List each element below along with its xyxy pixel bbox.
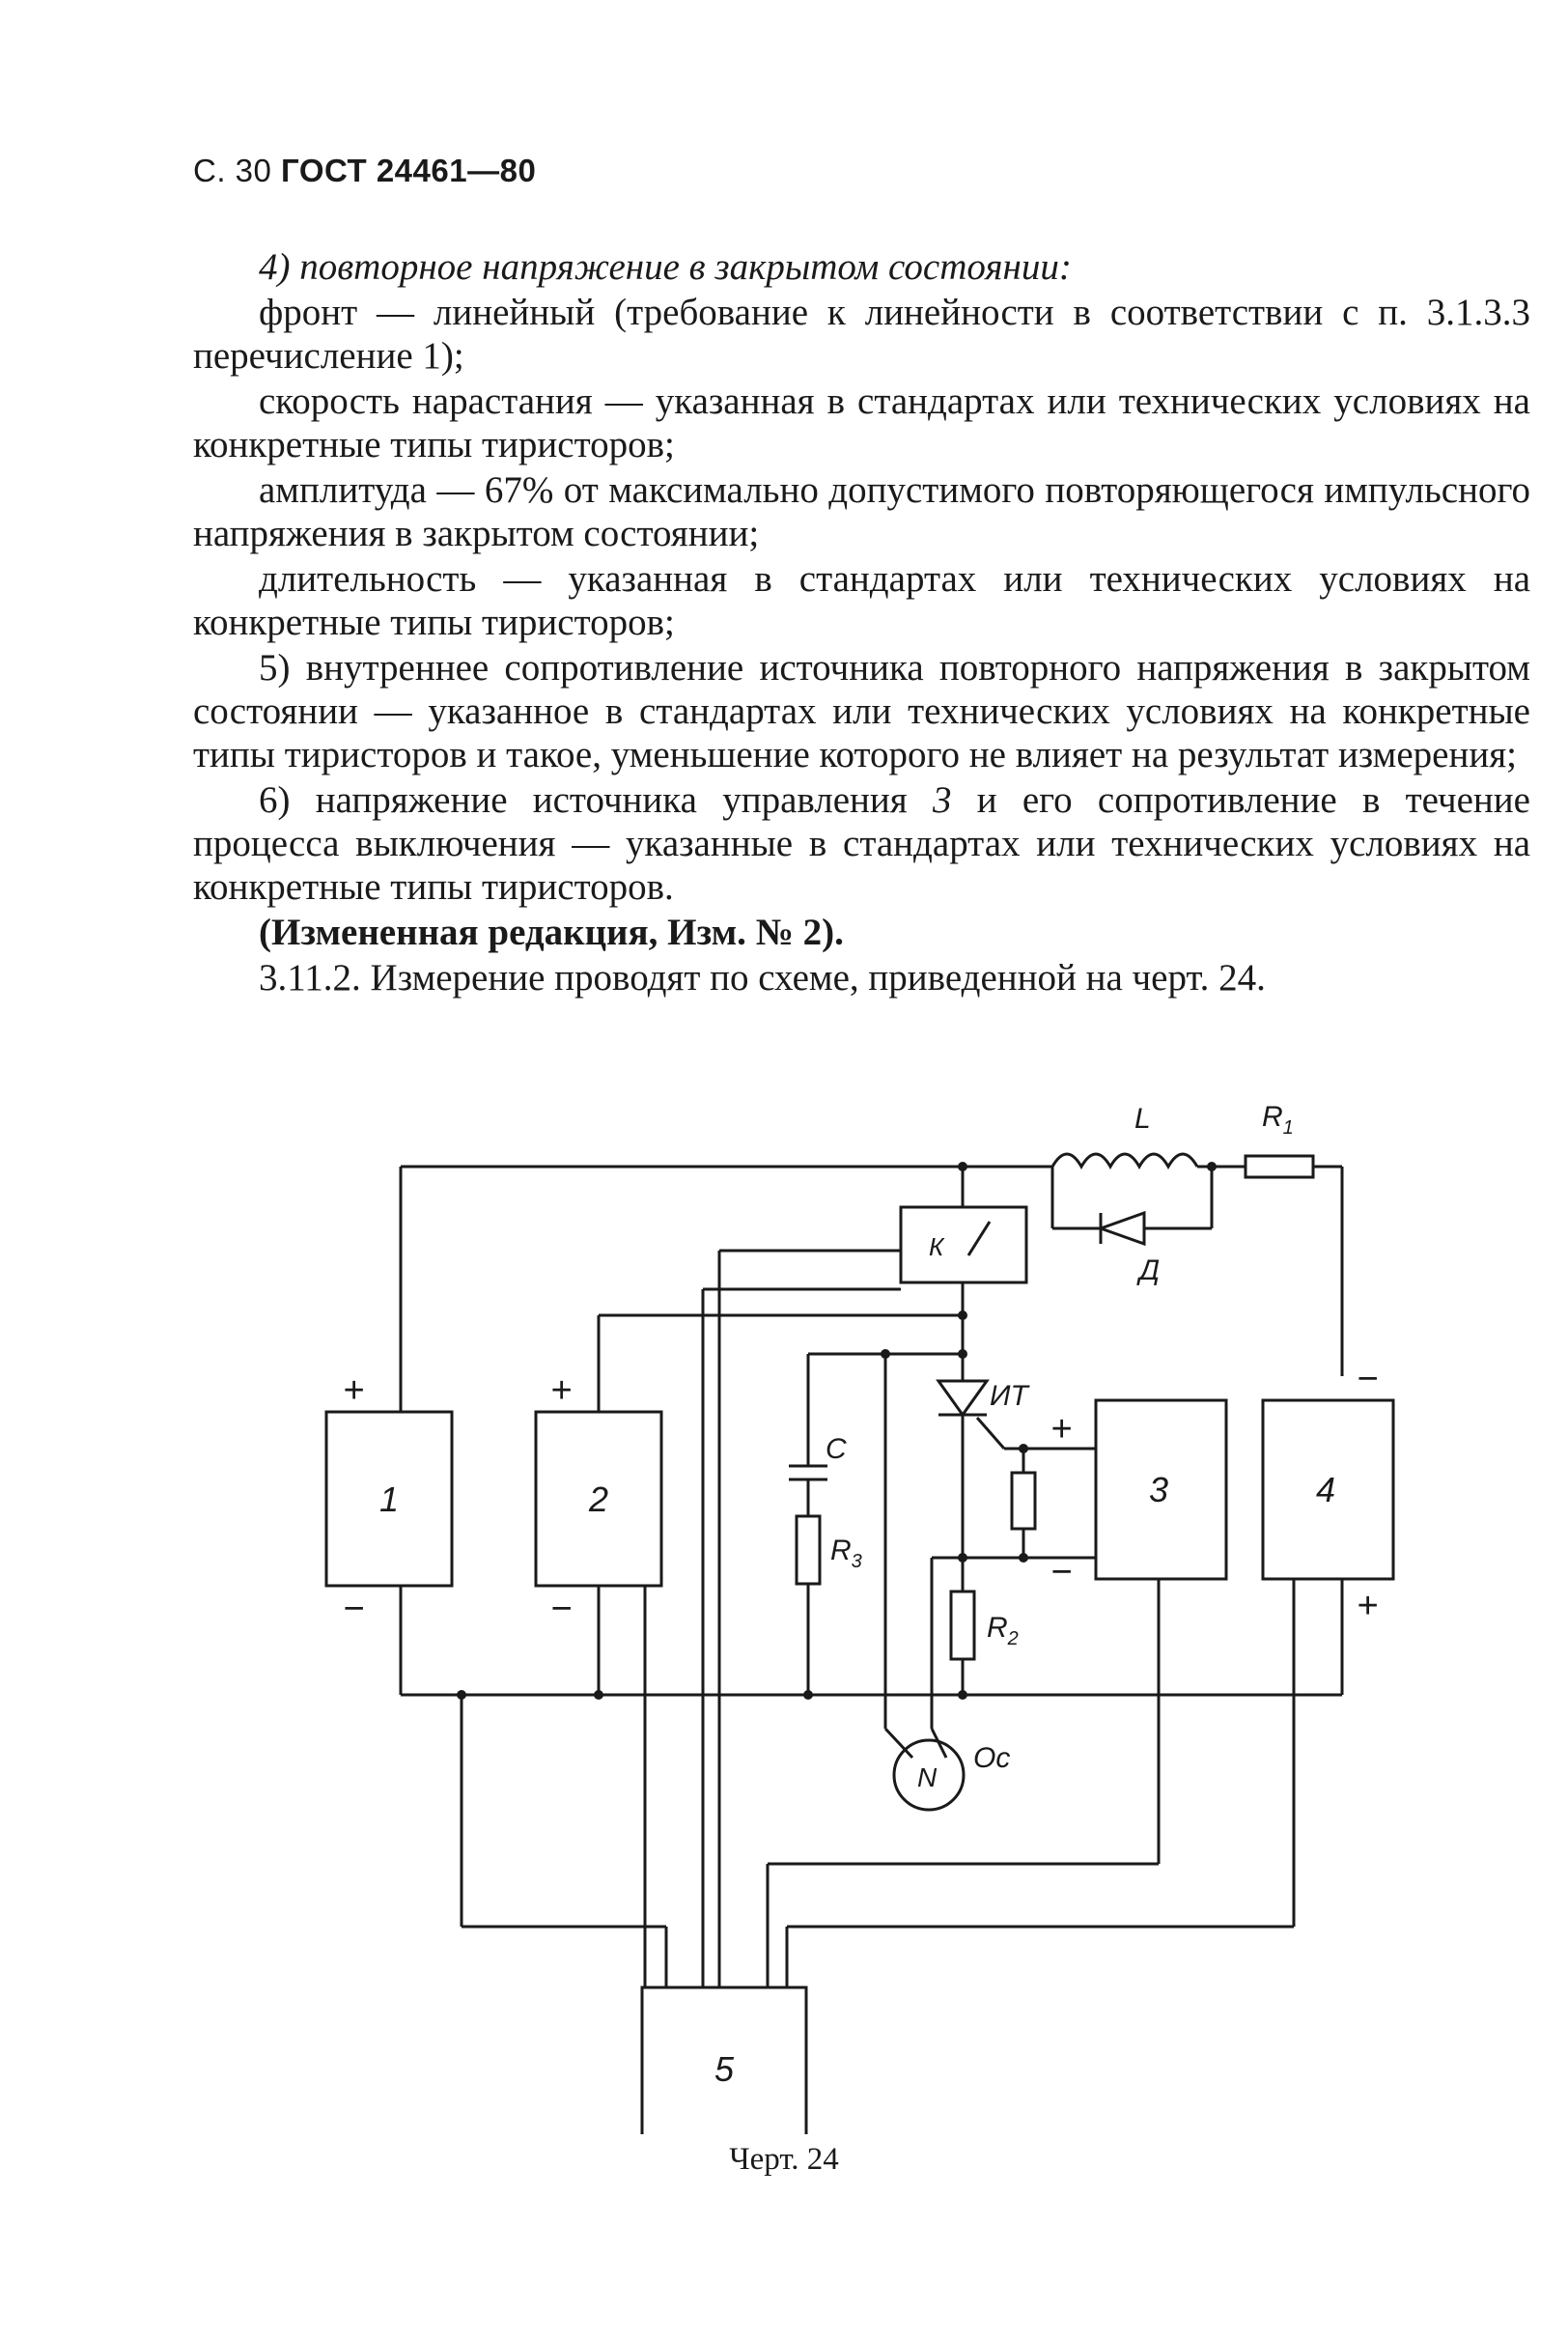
- r3-label: R3: [830, 1535, 862, 1572]
- junction-dot: [803, 1690, 813, 1700]
- block-3-minus: −: [1050, 1552, 1072, 1592]
- block-3-plus: +: [1050, 1409, 1072, 1450]
- item4-amplitude: амплитуда — 67% от максимально допустимо…: [193, 469, 1530, 554]
- body-text: 4) повторное напряжение в закрытом состо…: [193, 245, 1530, 1000]
- figure-caption: Черт. 24: [729, 2142, 839, 2177]
- block-4-minus: −: [1357, 1359, 1378, 1399]
- junction-dot: [594, 1690, 603, 1700]
- junction-dot: [958, 1310, 967, 1320]
- block-2-label: 2: [588, 1479, 608, 1519]
- block-1-plus: +: [343, 1370, 364, 1411]
- r2-label: R2: [987, 1612, 1019, 1649]
- junction-dot: [1207, 1162, 1217, 1171]
- resistor-r3: [795, 1514, 822, 1586]
- capacitor-label: С: [826, 1433, 847, 1465]
- inductor-label: L: [1134, 1103, 1151, 1135]
- block-3: [1094, 1398, 1228, 1581]
- block-5-label: 5: [714, 2049, 735, 2089]
- page-number: С. 30: [193, 153, 272, 188]
- oscilloscope-symbol: N: [917, 1762, 938, 1792]
- junction-dot: [881, 1349, 890, 1359]
- junction-dot: [1019, 1553, 1028, 1563]
- block-2-plus: +: [550, 1370, 572, 1411]
- junction-dot: [457, 1690, 466, 1700]
- block-1-minus: −: [343, 1589, 364, 1629]
- block-3-label: 3: [1149, 1470, 1168, 1509]
- amendment-note: (Измененная редакция, Изм. № 2).: [259, 912, 844, 953]
- block-5: [640, 1986, 808, 2134]
- block-4-label: 4: [1316, 1470, 1335, 1509]
- clause-3-11-2: 3.11.2. Измерение проводят по схеме, при…: [259, 957, 1266, 999]
- standard-number: ГОСТ 24461—80: [281, 153, 537, 188]
- item4-rate: скорость нарастания — указанная в станда…: [193, 380, 1530, 465]
- diode-label: Д: [1136, 1254, 1160, 1286]
- circuit-diagram: 1 2 3 4 5 L R1 Д К С R3 ИТ R2 N Ос + − +…: [324, 1101, 1395, 2134]
- block-1: [324, 1410, 454, 1588]
- gate-resistor: [1010, 1471, 1037, 1531]
- diode-d: [1096, 1210, 1146, 1247]
- page-header: С. 30 ГОСТ 24461—80: [193, 153, 536, 189]
- block-1-label: 1: [379, 1479, 399, 1519]
- block-2-minus: −: [550, 1589, 572, 1629]
- thyristor-it: [936, 1379, 990, 1418]
- oscilloscope: [892, 1738, 966, 1812]
- junction-dot: [958, 1690, 967, 1700]
- thyristor-label: ИТ: [990, 1380, 1030, 1412]
- r1-label: R1: [1262, 1101, 1294, 1139]
- junction-dot: [958, 1162, 967, 1171]
- block-4-plus: +: [1357, 1586, 1378, 1626]
- oscilloscope-label: Ос: [973, 1742, 1010, 1774]
- resistor-r2: [949, 1590, 976, 1661]
- junction-dot: [958, 1553, 967, 1563]
- item5: 5) внутреннее сопротивление источника по…: [193, 647, 1530, 775]
- junction-dot: [1019, 1444, 1028, 1453]
- junction-dot: [958, 1349, 967, 1359]
- switch-k-block: [899, 1205, 1028, 1284]
- item4-front: фронт — линейный (требование к линейност…: [193, 292, 1530, 377]
- switch-label: К: [929, 1232, 945, 1261]
- item6: 6) напряжение источника управления 3 и е…: [193, 779, 1530, 908]
- block-4: [1261, 1398, 1395, 1581]
- item4-title: 4) повторное напряжение в закрытом состо…: [259, 246, 1072, 288]
- resistor-r1: [1244, 1154, 1315, 1179]
- item4-duration: длительность — указанная в стандартах ил…: [193, 558, 1530, 643]
